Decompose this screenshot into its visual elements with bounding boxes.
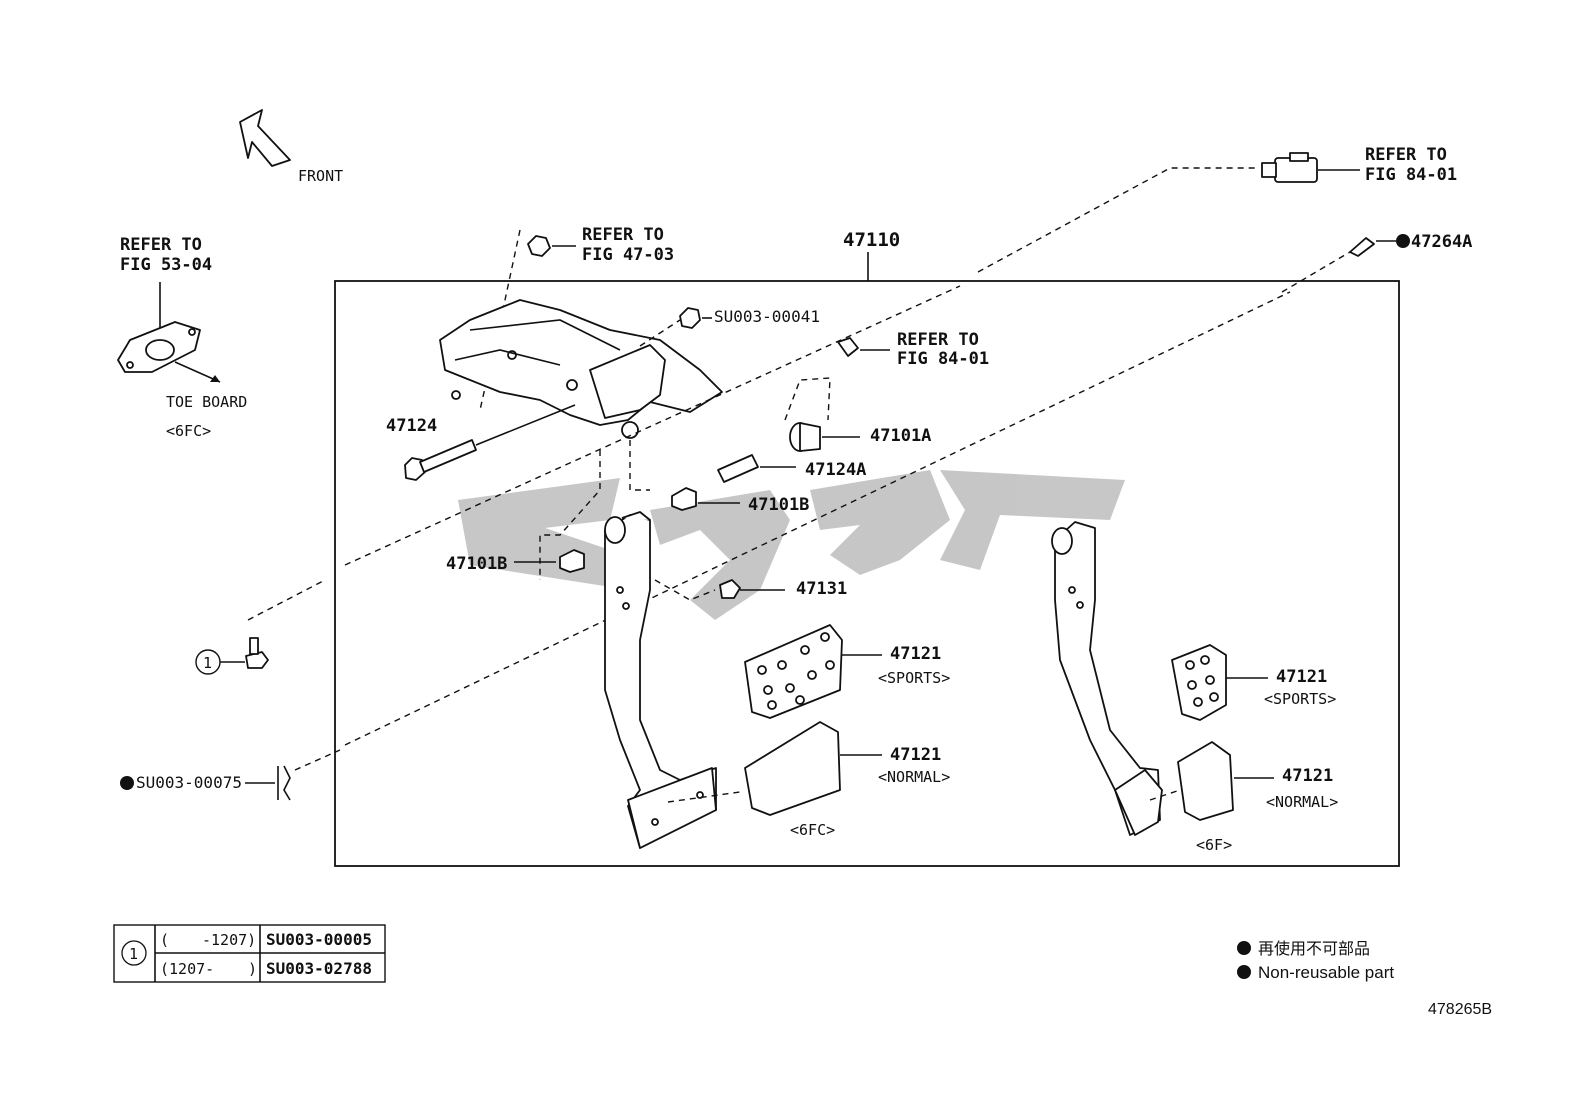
- watermark-logo: [458, 470, 1125, 620]
- toe-board-variant: <6FC>: [166, 422, 211, 440]
- part-47121-normal-left: 47121: [890, 745, 941, 765]
- table-row2-open: (1207-: [160, 960, 214, 978]
- sports-pad-right-icon: [1171, 644, 1227, 721]
- table-row1-open: (: [160, 931, 169, 949]
- table-row1-part: SU003-00005: [266, 930, 372, 949]
- part-47101b-upper: 47101B: [748, 495, 809, 515]
- stop-lamp-switch-icon: [1261, 152, 1318, 183]
- clip-su00075-icon: [277, 765, 291, 801]
- part-47121-normal-left-desc: <NORMAL>: [878, 768, 950, 786]
- normal-pad-left-icon: [744, 721, 841, 816]
- part-47124: 47124: [386, 416, 437, 436]
- part-47121-sports-right: 47121: [1276, 667, 1327, 687]
- part-47121-sports-right-desc: <SPORTS>: [1264, 690, 1336, 708]
- assembly-frame: [334, 280, 1400, 867]
- bushing-47101a-icon: [789, 422, 821, 452]
- bushing-47101b-lower-icon: [559, 549, 585, 573]
- refer-4703-fig: FIG 47-03: [582, 245, 674, 265]
- bolt-ref-1-icon: [245, 637, 269, 669]
- refer-84-mid-fig: FIG 84-01: [897, 349, 989, 369]
- brake-pedal-arm: [604, 511, 717, 849]
- figure-id: 478265B: [1428, 1001, 1492, 1018]
- normal-pad-right-icon: [1177, 741, 1234, 821]
- part-47264a: 47264A: [1411, 232, 1472, 252]
- table-ref: 1: [129, 945, 138, 963]
- non-reusable-dot-icon: [1396, 234, 1410, 248]
- part-table: [113, 924, 386, 983]
- nut-su00041-icon: [679, 307, 701, 329]
- part-47101b-lower: 47101B: [446, 554, 507, 574]
- legend-line-2: Non-reusable part: [1258, 963, 1394, 982]
- legend-dot-1-icon: [1237, 941, 1251, 955]
- pedal-bracket: [439, 299, 723, 439]
- part-47131: 47131: [796, 579, 847, 599]
- legend-dot-2-icon: [1237, 965, 1251, 979]
- clip-84-01-icon: [837, 337, 859, 357]
- refer-4703-text: REFER TO: [582, 225, 664, 245]
- collar-47124a-icon: [717, 454, 759, 483]
- bolt-47124-icon: [404, 439, 477, 481]
- variant-6f: <6F>: [1196, 836, 1232, 854]
- part-47101a: 47101A: [870, 426, 931, 446]
- toe-refer-text: REFER TO: [120, 235, 202, 255]
- stopper-47131-icon: [719, 579, 741, 599]
- front-label: FRONT: [298, 167, 343, 185]
- table-row2-range: ): [248, 960, 257, 978]
- toe-board-grommet-icon: [117, 321, 201, 373]
- part-su00075: SU003-00075: [136, 773, 242, 792]
- sports-pad-left-icon: [744, 624, 843, 719]
- front-arrow-icon: [239, 109, 291, 167]
- toe-board-label: TOE BOARD: [166, 393, 247, 411]
- toe-refer-fig: FIG 53-04: [120, 255, 212, 275]
- part-47124a: 47124A: [805, 460, 866, 480]
- table-row2-part: SU003-02788: [266, 959, 372, 978]
- clip-47264a-icon: [1349, 237, 1375, 257]
- part-47121-sports-left: 47121: [890, 644, 941, 664]
- table-row1-range: -1207): [202, 931, 256, 949]
- refer-84-top-text: REFER TO: [1365, 145, 1447, 165]
- variant-6fc: <6FC>: [790, 821, 835, 839]
- legend-line-1: 再使用不可部品: [1258, 939, 1370, 958]
- assembly-number: 47110: [843, 229, 900, 251]
- part-47121-normal-right: 47121: [1282, 766, 1333, 786]
- part-47121-normal-right-desc: <NORMAL>: [1266, 793, 1338, 811]
- refer-84-top-fig: FIG 84-01: [1365, 165, 1457, 185]
- accelerator-pedal-arm: [1051, 521, 1163, 836]
- nut-47-03-icon: [527, 235, 551, 257]
- part-su00041: SU003-00041: [714, 307, 820, 326]
- refer-84-mid-text: REFER TO: [897, 330, 979, 350]
- non-reusable-dot-su75-icon: [120, 776, 134, 790]
- circle-ref-1-label: 1: [203, 654, 212, 672]
- bushing-47101b-upper-icon: [671, 487, 697, 511]
- part-47121-sports-left-desc: <SPORTS>: [878, 669, 950, 687]
